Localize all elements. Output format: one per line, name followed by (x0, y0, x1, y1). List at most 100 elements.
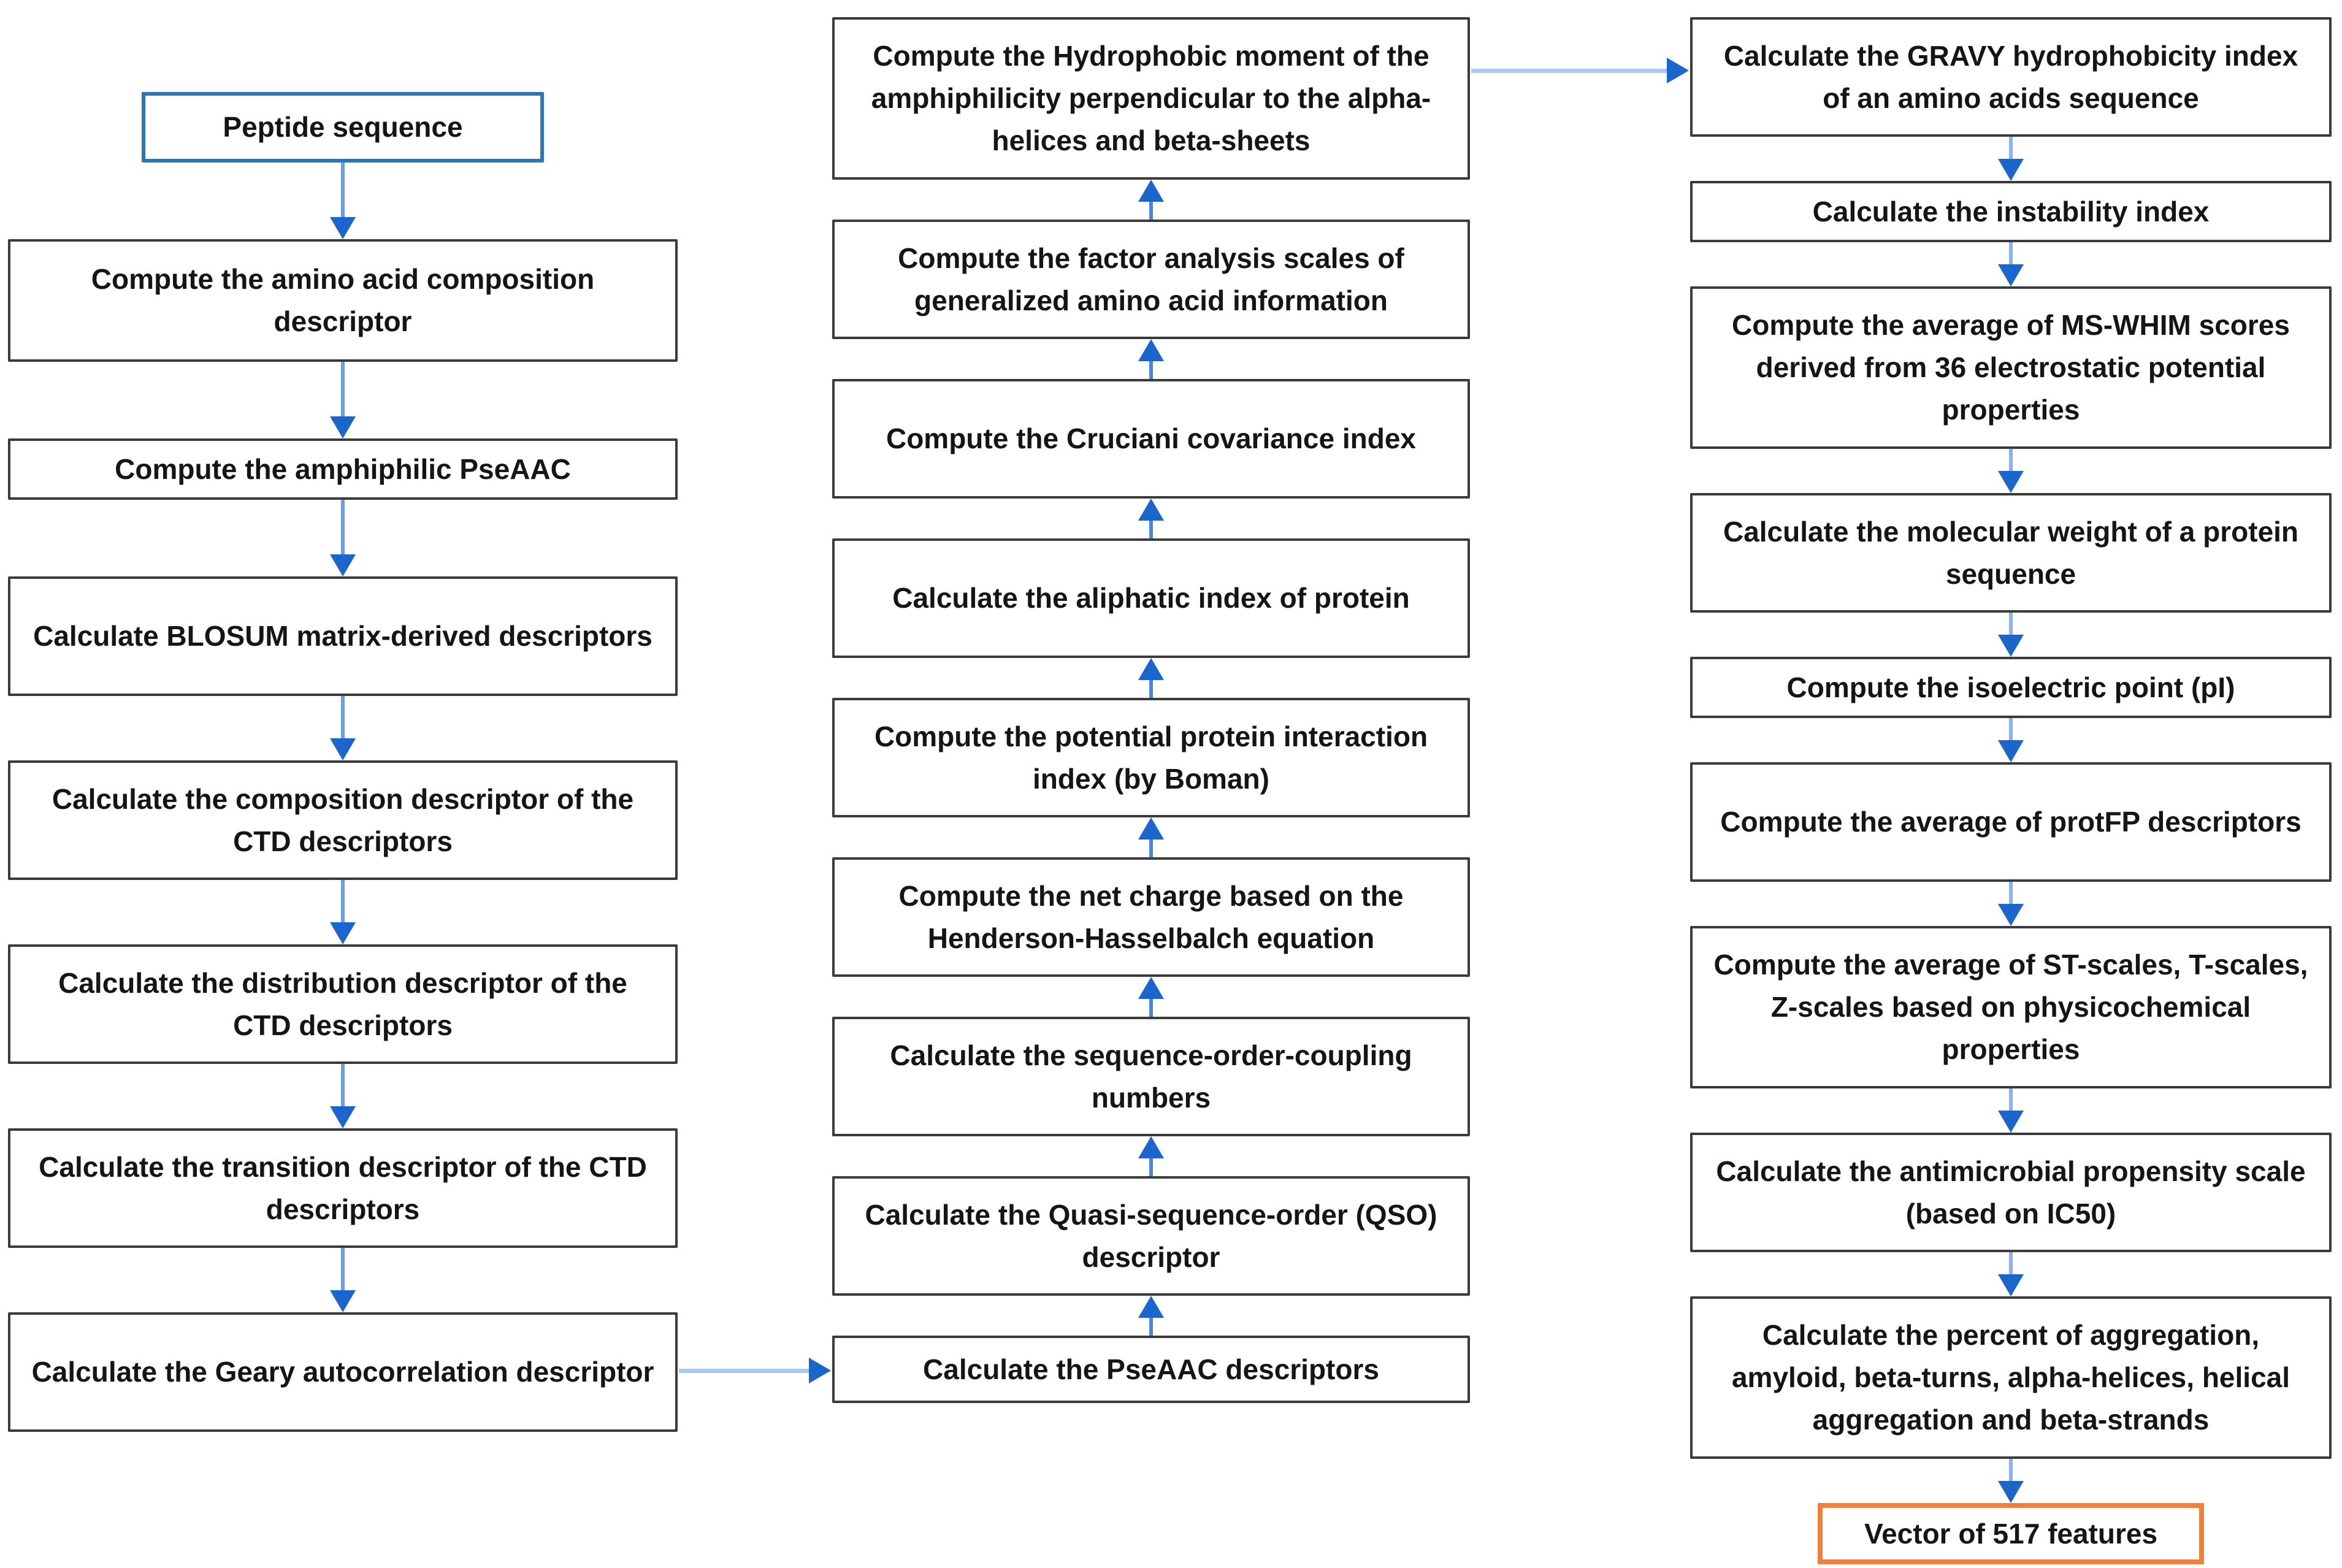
flow-box-aliphatic-index: Calculate the aliphatic index of protein (832, 538, 1470, 658)
column-middle: Compute the Hydrophobic moment of the am… (832, 17, 1470, 1403)
arrow-down-icon (1690, 1459, 2332, 1503)
arrow-down-icon (1690, 242, 2332, 286)
flow-box-ctd-distribution: Calculate the distribution descriptor of… (8, 944, 678, 1064)
arrow-stem (2009, 449, 2013, 471)
arrow-stem (2009, 137, 2013, 159)
arrow-down-icon (1690, 137, 2332, 181)
flow-box-amphiphilic-pseaac: Compute the amphiphilic PseAAC (8, 438, 678, 500)
arrow-stem (341, 500, 345, 554)
arrow-head (330, 416, 356, 438)
arrow-stem (2009, 613, 2013, 635)
flow-box-amino-acid-composition: Compute the amino acid composition descr… (8, 239, 678, 362)
arrow-stem (1149, 1158, 1153, 1176)
arrow-stem (2009, 242, 2013, 264)
arrow-head (330, 1290, 356, 1312)
arrow-down-icon (8, 880, 678, 944)
flow-box-factor-analysis-scales: Compute the factor analysis scales of ge… (832, 220, 1470, 339)
flow-box-molecular-weight: Calculate the molecular weight of a prot… (1690, 493, 2332, 613)
flow-box-output-vector: Vector of 517 features (1818, 1503, 2204, 1564)
arrow-up-icon (832, 977, 1470, 1017)
arrow-stem (2009, 1088, 2013, 1111)
arrow-down-icon (8, 1064, 678, 1128)
arrow-up-icon (832, 658, 1470, 698)
arrow-head (1138, 499, 1164, 521)
arrow-stem (341, 696, 345, 738)
flow-box-st-t-z-scales: Compute the average of ST-scales, T-scal… (1690, 926, 2332, 1088)
arrow-down-icon (1690, 882, 2332, 926)
arrow-down-icon (1690, 613, 2332, 657)
arrow-head (809, 1358, 831, 1383)
arrow-head (1138, 1136, 1164, 1158)
arrow-head (1998, 740, 2024, 762)
arrow-head (1998, 904, 2024, 926)
flow-box-ms-whim: Compute the average of MS-WHIM scores de… (1690, 286, 2332, 449)
arrow-head (1998, 1111, 2024, 1133)
flow-box-boman-interaction: Compute the potential protein interactio… (832, 698, 1470, 817)
flow-box-pseaac-descriptors: Calculate the PseAAC descriptors (832, 1336, 1470, 1403)
arrow-up-icon (832, 817, 1470, 857)
arrow-head (1138, 180, 1164, 202)
arrow-head (330, 922, 356, 944)
column-left: Peptide sequence Compute the amino acid … (8, 92, 678, 1432)
flow-box-percent-structures: Calculate the percent of aggregation, am… (1690, 1296, 2332, 1459)
arrow-stem (341, 362, 345, 416)
arrow-stem (2009, 1252, 2013, 1274)
arrow-stem (1149, 521, 1153, 538)
arrow-right-icon-left-to-middle (679, 1357, 831, 1384)
flow-box-peptide-sequence: Peptide sequence (142, 92, 544, 163)
arrow-up-icon (832, 180, 1470, 220)
arrow-stem (1149, 680, 1153, 698)
arrow-down-icon (8, 696, 678, 760)
arrow-head (1998, 471, 2024, 493)
flow-box-cruciani-covariance: Compute the Cruciani covariance index (832, 379, 1470, 499)
arrow-down-icon (8, 1248, 678, 1312)
arrow-down-icon (1690, 449, 2332, 493)
arrow-head (1138, 977, 1164, 999)
arrow-stem (1149, 839, 1153, 857)
flow-box-blosum: Calculate BLOSUM matrix-derived descript… (8, 576, 678, 696)
flow-box-geary-autocorrelation: Calculate the Geary autocorrelation desc… (8, 1312, 678, 1432)
flow-box-sequence-order-coupling: Calculate the sequence-order-coupling nu… (832, 1017, 1470, 1136)
arrow-down-icon (8, 362, 678, 438)
arrow-stem (679, 1368, 809, 1373)
flow-box-hydrophobic-moment: Compute the Hydrophobic moment of the am… (832, 17, 1470, 180)
arrow-down-icon (1690, 1252, 2332, 1296)
column-right: Calculate the GRAVY hydrophobicity index… (1690, 17, 2332, 1564)
arrow-stem (341, 163, 345, 217)
arrow-head (1138, 339, 1164, 361)
flow-box-qso-descriptor: Calculate the Quasi-sequence-order (QSO)… (832, 1176, 1470, 1296)
arrow-up-icon (832, 1296, 1470, 1336)
arrow-stem (2009, 1459, 2013, 1481)
flow-box-gravy-index: Calculate the GRAVY hydrophobicity index… (1690, 17, 2332, 137)
arrow-right-icon-middle-to-right (1471, 57, 1689, 84)
arrow-stem (1471, 68, 1667, 73)
arrow-stem (1149, 999, 1153, 1017)
arrow-down-icon (1690, 1088, 2332, 1133)
arrow-up-icon (832, 499, 1470, 538)
arrow-head (1998, 264, 2024, 286)
arrow-head (1138, 658, 1164, 680)
arrow-head (1138, 817, 1164, 839)
arrow-head (1998, 1274, 2024, 1296)
arrow-stem (341, 1064, 345, 1106)
arrow-head (330, 554, 356, 576)
flow-box-isoelectric-point: Compute the isoelectric point (pI) (1690, 657, 2332, 718)
flow-box-net-charge: Compute the net charge based on the Hend… (832, 857, 1470, 977)
arrow-stem (341, 1248, 345, 1290)
flow-box-protfp: Compute the average of protFP descriptor… (1690, 762, 2332, 882)
arrow-down-icon (1690, 718, 2332, 762)
arrow-head (1138, 1296, 1164, 1318)
arrow-stem (1149, 361, 1153, 379)
arrow-stem (2009, 882, 2013, 904)
arrow-stem (2009, 718, 2013, 740)
arrow-head (330, 217, 356, 239)
arrow-head (1998, 1481, 2024, 1503)
flow-box-antimicrobial-propensity: Calculate the antimicrobial propensity s… (1690, 1133, 2332, 1252)
arrow-up-icon (832, 339, 1470, 379)
arrow-head (330, 738, 356, 760)
arrow-down-icon (8, 500, 678, 576)
arrow-head (1998, 159, 2024, 181)
flow-box-instability-index: Calculate the instability index (1690, 181, 2332, 242)
arrow-stem (1149, 202, 1153, 220)
